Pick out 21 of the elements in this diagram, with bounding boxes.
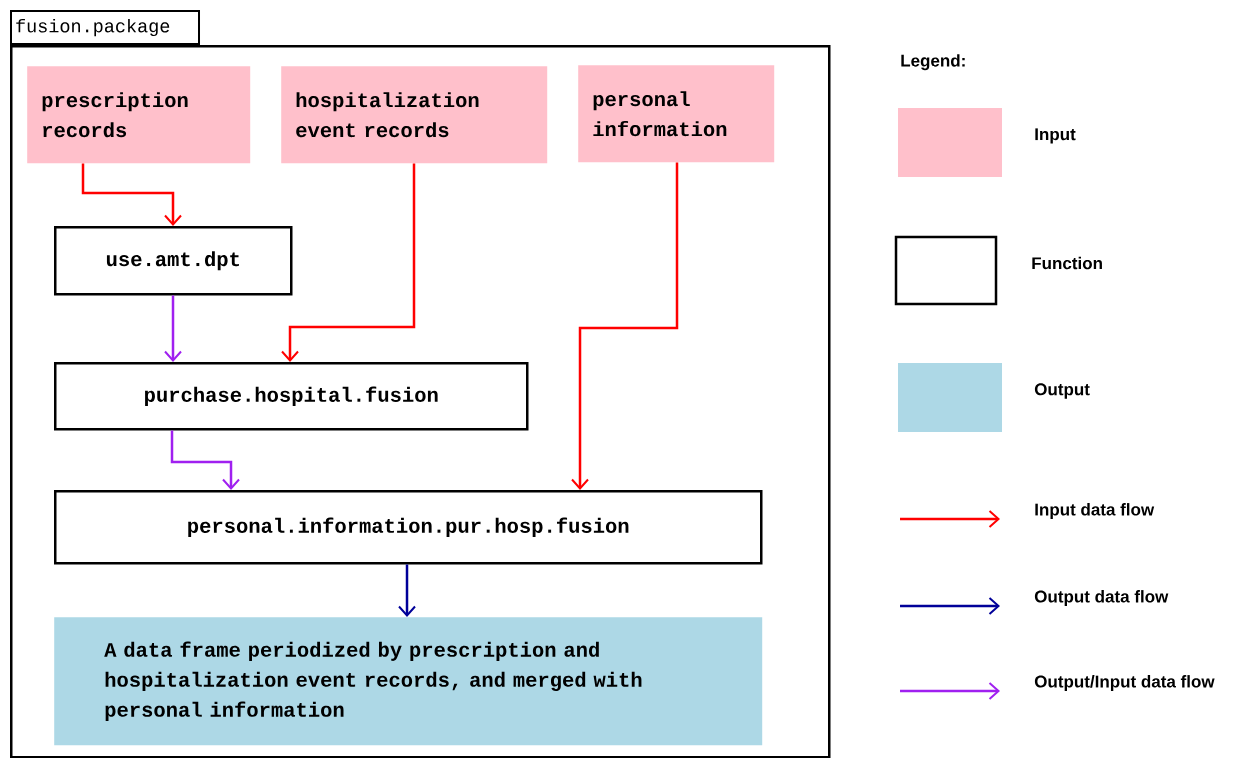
input-box: prescription records xyxy=(27,66,251,164)
legend-label: Output/Input data flow xyxy=(1034,675,1215,691)
legend-label: Input data flow xyxy=(1035,503,1155,519)
function-box: purchase.hospital.fusion xyxy=(54,362,529,431)
legend-label: Function xyxy=(1032,256,1102,270)
output-box: A data frame periodized by prescription and hospitalization event records, and merged with personal information xyxy=(54,617,763,746)
arrow xyxy=(571,162,679,490)
arrow xyxy=(170,430,240,490)
legend-label: Output xyxy=(1034,383,1090,399)
function-box: personal.information.pur.hosp.fusion xyxy=(54,490,763,565)
arrow xyxy=(164,295,182,362)
input-box: personal information xyxy=(578,65,775,163)
legend-label: Output data flow xyxy=(1034,590,1169,606)
arrow xyxy=(81,163,182,226)
input-box: hospitalization event records xyxy=(281,66,548,164)
arrow xyxy=(398,564,416,617)
arrow xyxy=(281,163,416,362)
legend-label: Input xyxy=(1035,128,1076,144)
legend-title: Legend: xyxy=(901,54,965,71)
function-box: use.amt.dpt xyxy=(54,226,293,296)
package-tab: fusion.package xyxy=(10,10,200,45)
